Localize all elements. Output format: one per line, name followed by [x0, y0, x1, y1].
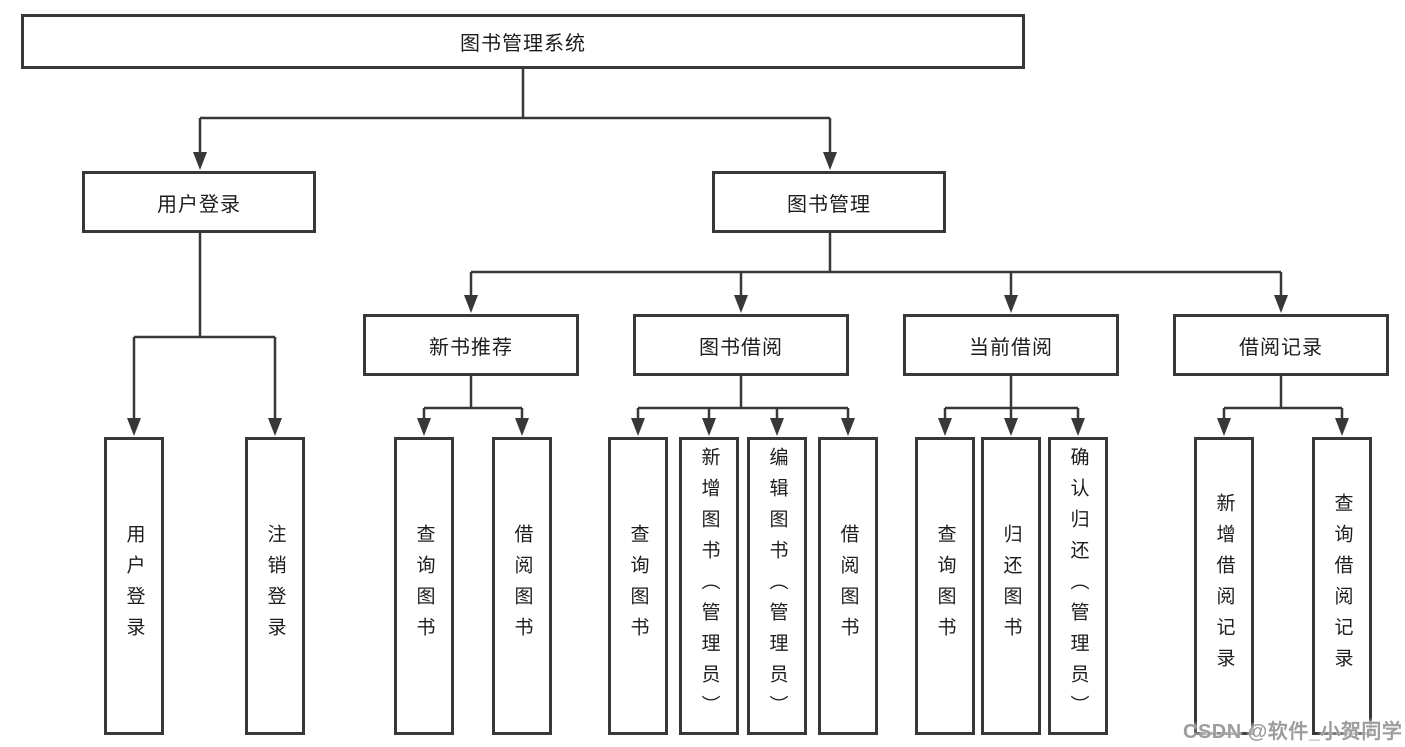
node-book-borrowing: 图书借阅	[633, 314, 849, 376]
node-root: 图书管理系统	[21, 14, 1025, 69]
leaf-logout-label: 注销登录	[264, 524, 286, 648]
node-book-management-label: 图书管理	[787, 193, 871, 216]
csdn-watermark: CSDN @软件_小贺同学	[1183, 721, 1403, 743]
leaf-confirm-return-admin-label: 确认归还（管理员）	[1067, 446, 1089, 726]
leaf-query-books-recommend: 查询图书	[394, 437, 454, 735]
leaf-query-books-borrow: 查询图书	[608, 437, 668, 735]
leaf-borrow-books-label: 借阅图书	[837, 524, 859, 648]
leaf-query-books-borrow-label: 查询图书	[627, 524, 649, 648]
leaf-query-books-recommend-label: 查询图书	[413, 524, 435, 648]
leaf-add-borrow-record-label: 新增借阅记录	[1213, 493, 1235, 679]
leaf-logout: 注销登录	[245, 437, 305, 735]
leaf-confirm-return-admin: 确认归还（管理员）	[1048, 437, 1108, 735]
leaf-add-books-admin: 新增图书（管理员）	[679, 437, 739, 735]
tree-edges	[132, 69, 1344, 419]
node-borrowing-records-label: 借阅记录	[1239, 336, 1323, 359]
node-new-book-recommend-label: 新书推荐	[429, 336, 513, 359]
leaf-user-login: 用户登录	[104, 437, 164, 735]
leaf-query-books-current-label: 查询图书	[934, 524, 956, 648]
leaf-borrow-books: 借阅图书	[818, 437, 878, 735]
node-root-label: 图书管理系统	[460, 33, 586, 55]
node-user-login-label: 用户登录	[157, 193, 241, 216]
node-user-login: 用户登录	[82, 171, 316, 233]
leaf-query-borrow-record-label: 查询借阅记录	[1331, 493, 1353, 679]
leaf-return-books-label: 归还图书	[1000, 524, 1022, 648]
node-current-borrowing-label: 当前借阅	[969, 336, 1053, 359]
leaf-edit-books-admin: 编辑图书（管理员）	[747, 437, 807, 735]
leaf-add-books-admin-label: 新增图书（管理员）	[698, 446, 720, 726]
node-book-borrowing-label: 图书借阅	[699, 336, 783, 359]
leaf-borrow-books-recommend-label: 借阅图书	[511, 524, 533, 648]
leaf-user-login-label: 用户登录	[123, 524, 145, 648]
leaf-add-borrow-record: 新增借阅记录	[1194, 437, 1254, 735]
leaf-query-books-current: 查询图书	[915, 437, 975, 735]
leaf-edit-books-admin-label: 编辑图书（管理员）	[766, 446, 788, 726]
leaf-query-borrow-record: 查询借阅记录	[1312, 437, 1372, 735]
node-borrowing-records: 借阅记录	[1173, 314, 1389, 376]
leaf-borrow-books-recommend: 借阅图书	[492, 437, 552, 735]
node-current-borrowing: 当前借阅	[903, 314, 1119, 376]
leaf-return-books: 归还图书	[981, 437, 1041, 735]
node-book-management: 图书管理	[712, 171, 946, 233]
node-new-book-recommend: 新书推荐	[363, 314, 579, 376]
